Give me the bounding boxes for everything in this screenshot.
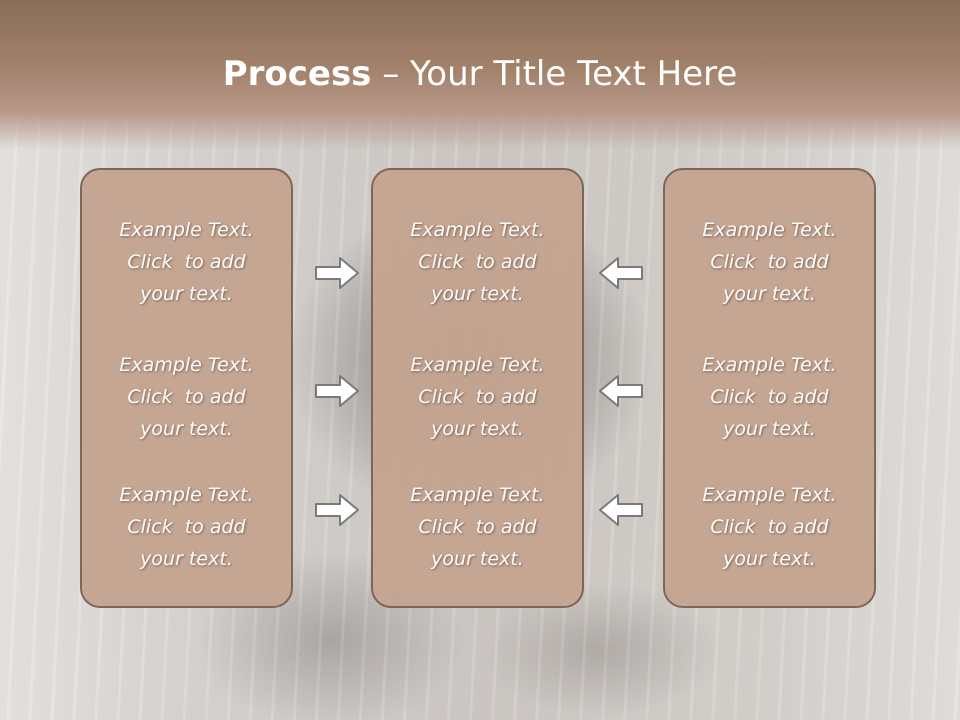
- process-box-left[interactable]: Example Text. Click to add your text. Ex…: [80, 168, 293, 608]
- box-text[interactable]: Example Text. Click to add your text.: [119, 484, 254, 570]
- header-band: [0, 0, 960, 150]
- box-text[interactable]: Example Text. Click to add your text.: [410, 354, 545, 440]
- title-rest: – Your Title Text Here: [371, 54, 738, 94]
- box-text[interactable]: Example Text. Click to add your text.: [702, 484, 837, 570]
- box-text[interactable]: Example Text. Click to add your text.: [702, 219, 837, 305]
- process-box-right[interactable]: Example Text. Click to add your text. Ex…: [663, 168, 876, 608]
- title-bold: Process: [222, 54, 372, 94]
- box-text[interactable]: Example Text. Click to add your text.: [119, 354, 254, 440]
- slide-title[interactable]: Process – Your Title Text Here: [0, 52, 960, 96]
- box-text[interactable]: Example Text. Click to add your text.: [410, 219, 545, 305]
- arrow-left-icon: [599, 257, 643, 289]
- arrow-right-icon: [315, 257, 359, 289]
- arrow-right-icon: [315, 494, 359, 526]
- arrow-left-icon: [599, 494, 643, 526]
- arrow-right-icon: [315, 375, 359, 407]
- process-box-center[interactable]: Example Text. Click to add your text. Ex…: [371, 168, 584, 608]
- box-text[interactable]: Example Text. Click to add your text.: [702, 354, 837, 440]
- box-text[interactable]: Example Text. Click to add your text.: [410, 484, 545, 570]
- box-text[interactable]: Example Text. Click to add your text.: [119, 219, 254, 305]
- arrow-left-icon: [599, 375, 643, 407]
